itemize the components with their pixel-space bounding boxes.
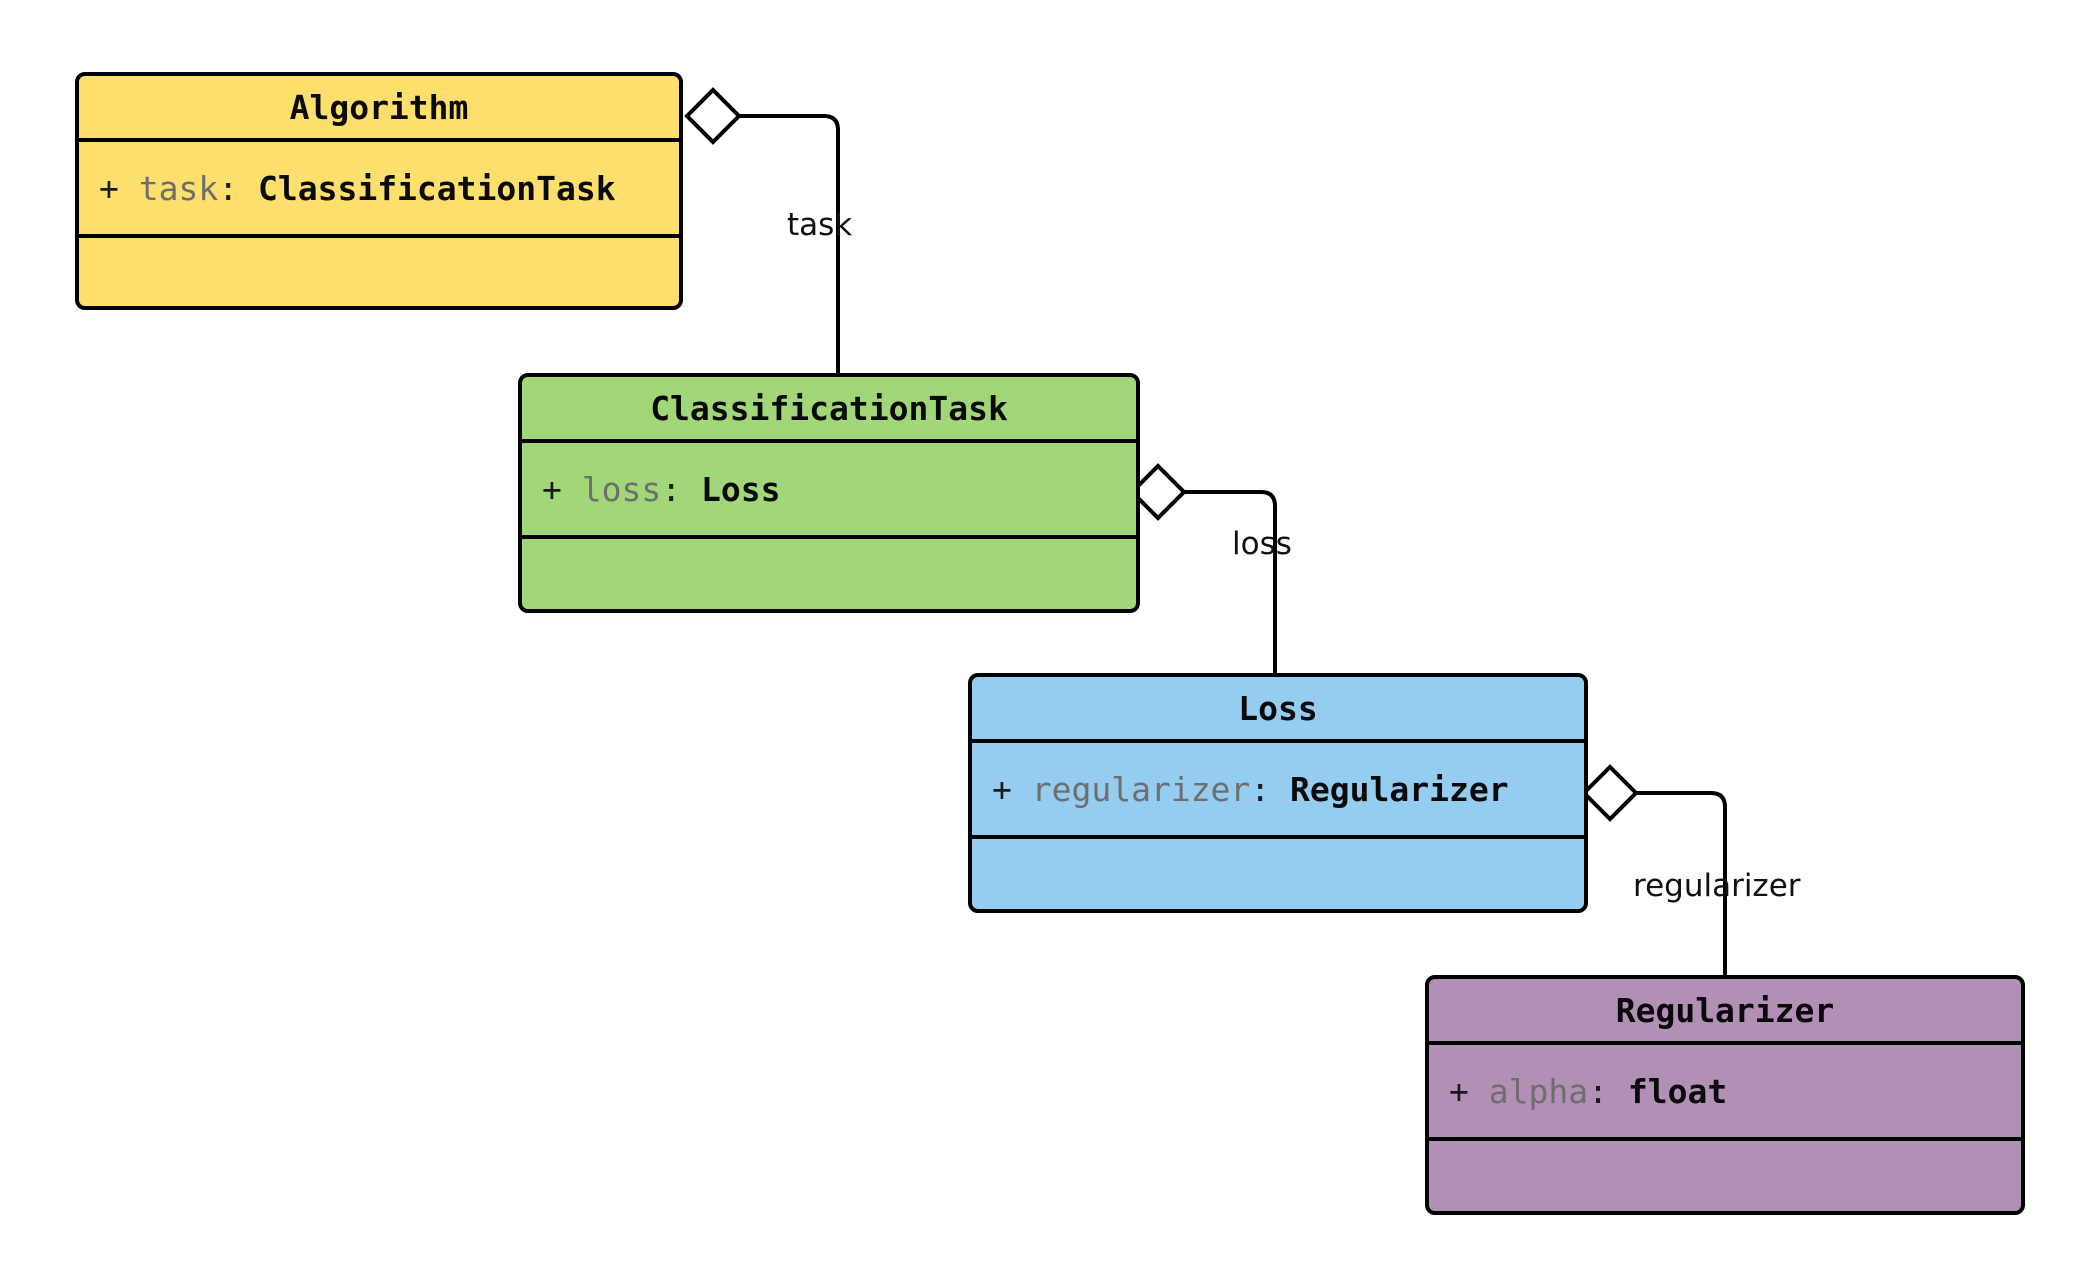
class-box-classificationtask[interactable]: ClassificationTask + loss: Loss [518, 373, 1140, 613]
class-methods-row-classificationtask [522, 539, 1136, 609]
class-attributes-row-regularizer: + alpha: float [1429, 1045, 2021, 1141]
class-box-regularizer[interactable]: Regularizer + alpha: float [1425, 975, 2025, 1215]
class-title-regularizer: Regularizer [1615, 990, 1835, 1030]
relation-label-task: task [787, 207, 853, 243]
attribute-separator: : [661, 469, 682, 509]
attribute-separator: : [1250, 769, 1271, 809]
attribute-separator: : [218, 168, 239, 208]
class-title-classificationtask: ClassificationTask [650, 388, 1008, 428]
class-methods-row-regularizer [1429, 1141, 2021, 1211]
connector-line [739, 114, 840, 373]
attribute-type: ClassificationTask [257, 168, 616, 208]
attribute-visibility: + [542, 469, 562, 509]
attribute-name: regularizer [1031, 769, 1251, 809]
attribute-visibility: + [992, 769, 1012, 809]
attribute-name: alpha [1488, 1071, 1589, 1111]
class-title-row-regularizer: Regularizer [1429, 979, 2021, 1045]
attribute-loss: + loss: Loss [542, 473, 780, 506]
aggregation-diamond-icon [1581, 764, 1639, 822]
attribute-alpha: + alpha: float [1449, 1075, 1727, 1108]
attribute-task: + task: ClassificationTask [99, 172, 616, 205]
class-title-loss: Loss [1238, 688, 1318, 728]
relation-label-regularizer: regularizer [1633, 868, 1801, 904]
attribute-separator: : [1588, 1071, 1608, 1111]
attribute-type: Regularizer [1290, 769, 1509, 809]
attribute-name: loss [581, 469, 662, 509]
relation-label-loss: loss [1232, 526, 1292, 562]
class-title-algorithm: Algorithm [289, 87, 469, 127]
class-title-row-loss: Loss [972, 677, 1584, 743]
class-attributes-row-algorithm: + task: ClassificationTask [79, 142, 679, 238]
attribute-visibility: + [99, 168, 119, 208]
class-attributes-row-classificationtask: + loss: Loss [522, 443, 1136, 539]
class-title-row-classificationtask: ClassificationTask [522, 377, 1136, 443]
class-attributes-row-loss: + regularizer: Regularizer [972, 743, 1584, 839]
class-box-loss[interactable]: Loss + regularizer: Regularizer [968, 673, 1588, 913]
attribute-visibility: + [1449, 1071, 1469, 1111]
class-methods-row-loss [972, 839, 1584, 909]
class-box-algorithm[interactable]: Algorithm + task: ClassificationTask [75, 72, 683, 310]
attribute-type: Loss [700, 469, 781, 509]
attribute-type: float [1627, 1071, 1728, 1111]
class-title-row-algorithm: Algorithm [79, 76, 679, 142]
attribute-regularizer: + regularizer: Regularizer [992, 773, 1509, 806]
connector-line [1184, 490, 1277, 673]
attribute-name: task [138, 168, 219, 208]
class-methods-row-algorithm [79, 238, 679, 306]
connector-loss [1129, 463, 1277, 673]
aggregation-diamond-icon [684, 87, 742, 145]
